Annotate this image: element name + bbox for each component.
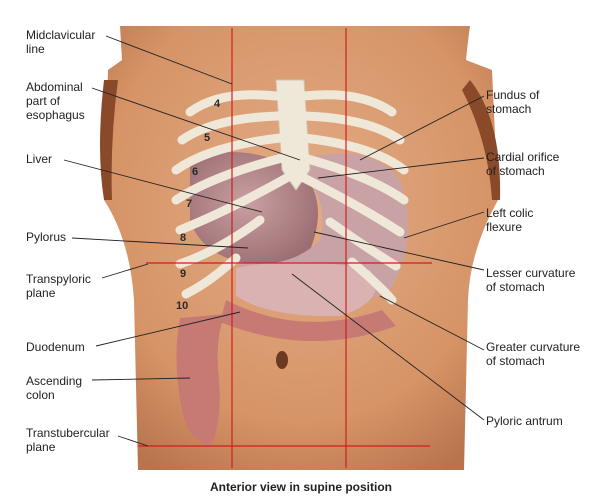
label-liver: Liver bbox=[26, 152, 52, 166]
figure-caption: Anterior view in supine position bbox=[0, 480, 602, 494]
label-abdominal-esophagus: Abdominal part of esophagus bbox=[26, 80, 85, 122]
label-greater-curvature: Greater curvature of stomach bbox=[486, 340, 580, 368]
rib-number: 10 bbox=[176, 300, 188, 312]
label-duodenum: Duodenum bbox=[26, 340, 85, 354]
label-left-colic-flexure: Left colic flexure bbox=[486, 206, 533, 234]
rib-number: 4 bbox=[214, 98, 220, 110]
label-transtubercular-plane: Transtubercular plane bbox=[26, 426, 110, 454]
label-ascending-colon: Ascending colon bbox=[26, 374, 82, 402]
label-fundus-of-stomach: Fundus of stomach bbox=[486, 88, 539, 116]
rib-number: 8 bbox=[180, 232, 186, 244]
navel bbox=[276, 351, 288, 369]
rib-number: 7 bbox=[186, 198, 192, 210]
label-transpyloric-plane: Transpyloric plane bbox=[26, 272, 91, 300]
label-midclavicular-line: Midclavicular line bbox=[26, 28, 95, 56]
label-lesser-curvature: Lesser curvature of stomach bbox=[486, 266, 575, 294]
rib-number: 9 bbox=[180, 268, 186, 280]
label-pylorus: Pylorus bbox=[26, 230, 66, 244]
label-pyloric-antrum: Pyloric antrum bbox=[486, 414, 563, 428]
rib-number: 6 bbox=[192, 166, 198, 178]
label-cardial-orifice: Cardial orifice of stomach bbox=[486, 150, 559, 178]
rib-number: 5 bbox=[204, 132, 210, 144]
